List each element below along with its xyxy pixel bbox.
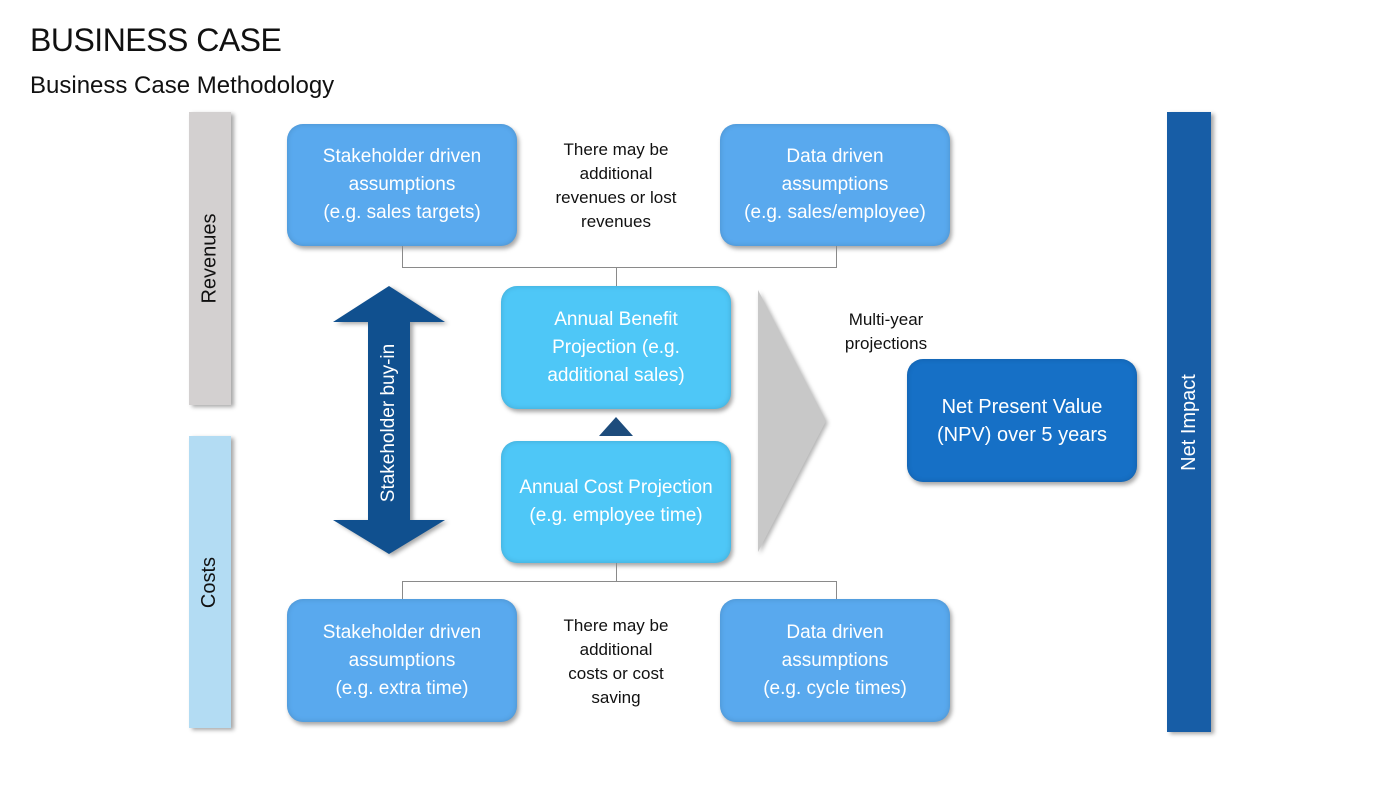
note-line: costs or cost	[568, 664, 664, 683]
net-impact-bar: Net Impact	[1167, 112, 1211, 732]
costs-bar: Costs	[189, 436, 231, 728]
multi-year-label: Multi-year projections	[816, 308, 956, 356]
revenue-note: There may be additional revenues or lost re…	[536, 138, 696, 234]
cost-note: There may be additional costs or cost savin…	[536, 614, 696, 710]
note-line: projections	[844, 334, 928, 353]
box-line: assumptions	[348, 649, 456, 671]
data-revenue-box: Data driven assumptions (e.g. sales/employ…	[720, 124, 950, 246]
box-line: additional sales)	[547, 364, 685, 386]
box-line: (e.g. extra time)	[335, 677, 469, 699]
connector	[836, 246, 837, 267]
stakeholder-buy-in-label: Stakeholder buy-in	[378, 343, 399, 503]
box-line: Stakeholder driven	[322, 621, 482, 643]
box-line: Annual Cost Projection	[519, 477, 713, 498]
connector	[836, 581, 837, 599]
stakeholder-cost-box: Stakeholder driven assumptions (e.g. extra…	[287, 599, 517, 722]
box-line: (e.g. employee time)	[529, 505, 703, 526]
box-line: (e.g. sales/employee)	[744, 202, 926, 223]
note-line: additional	[579, 164, 653, 183]
box-line: assumptions	[348, 174, 456, 195]
up-triangle-icon	[599, 417, 633, 436]
box-line: Annual Benefit	[554, 308, 678, 330]
data-cost-box: Data driven assumptions (e.g. cycle times)	[720, 599, 950, 722]
revenues-bar: Revenues	[189, 112, 231, 405]
page-title: BUSINESS CASE	[30, 22, 282, 58]
box-line: Data driven	[786, 146, 884, 167]
costs-label: Costs	[198, 556, 221, 608]
box-line: (NPV) over 5 years	[936, 423, 1108, 446]
npv-box: Net Present Value (NPV) over 5 years	[907, 359, 1137, 482]
connector	[616, 267, 617, 286]
arrow-label-wrap: Stakeholder buy-in	[374, 323, 404, 523]
box-line: Data driven	[786, 621, 884, 643]
box-line: Net Present Value	[941, 395, 1103, 418]
stakeholder-revenue-box: Stakeholder driven assumptions (e.g. sales…	[287, 124, 517, 246]
note-line: saving	[591, 688, 641, 707]
double-arrow-icon	[333, 286, 445, 554]
note-line: additional	[579, 640, 653, 659]
note-line: There may be	[563, 616, 669, 635]
note-line: There may be	[563, 140, 669, 159]
annual-cost-box: Annual Cost Projection (e.g. employee tim…	[501, 441, 731, 563]
connector	[402, 246, 403, 267]
page-subtitle: Business Case Methodology	[30, 72, 335, 99]
box-line: (e.g. sales targets)	[323, 202, 481, 223]
connector	[402, 581, 403, 599]
connector	[616, 563, 617, 581]
box-line: Projection (e.g.	[552, 336, 680, 358]
note-line: revenues or lost	[555, 188, 677, 207]
box-line: assumptions	[781, 649, 889, 671]
box-line: Stakeholder driven	[322, 146, 482, 167]
net-impact-label: Net Impact	[1177, 373, 1200, 471]
note-line: Multi-year	[848, 310, 924, 329]
connector	[402, 581, 837, 582]
connector	[402, 267, 837, 268]
box-line: (e.g. cycle times)	[763, 677, 907, 699]
chevron-arrow-icon	[758, 290, 826, 552]
note-line: revenues	[581, 212, 651, 231]
box-line: assumptions	[781, 174, 889, 195]
revenues-label: Revenues	[198, 213, 221, 304]
